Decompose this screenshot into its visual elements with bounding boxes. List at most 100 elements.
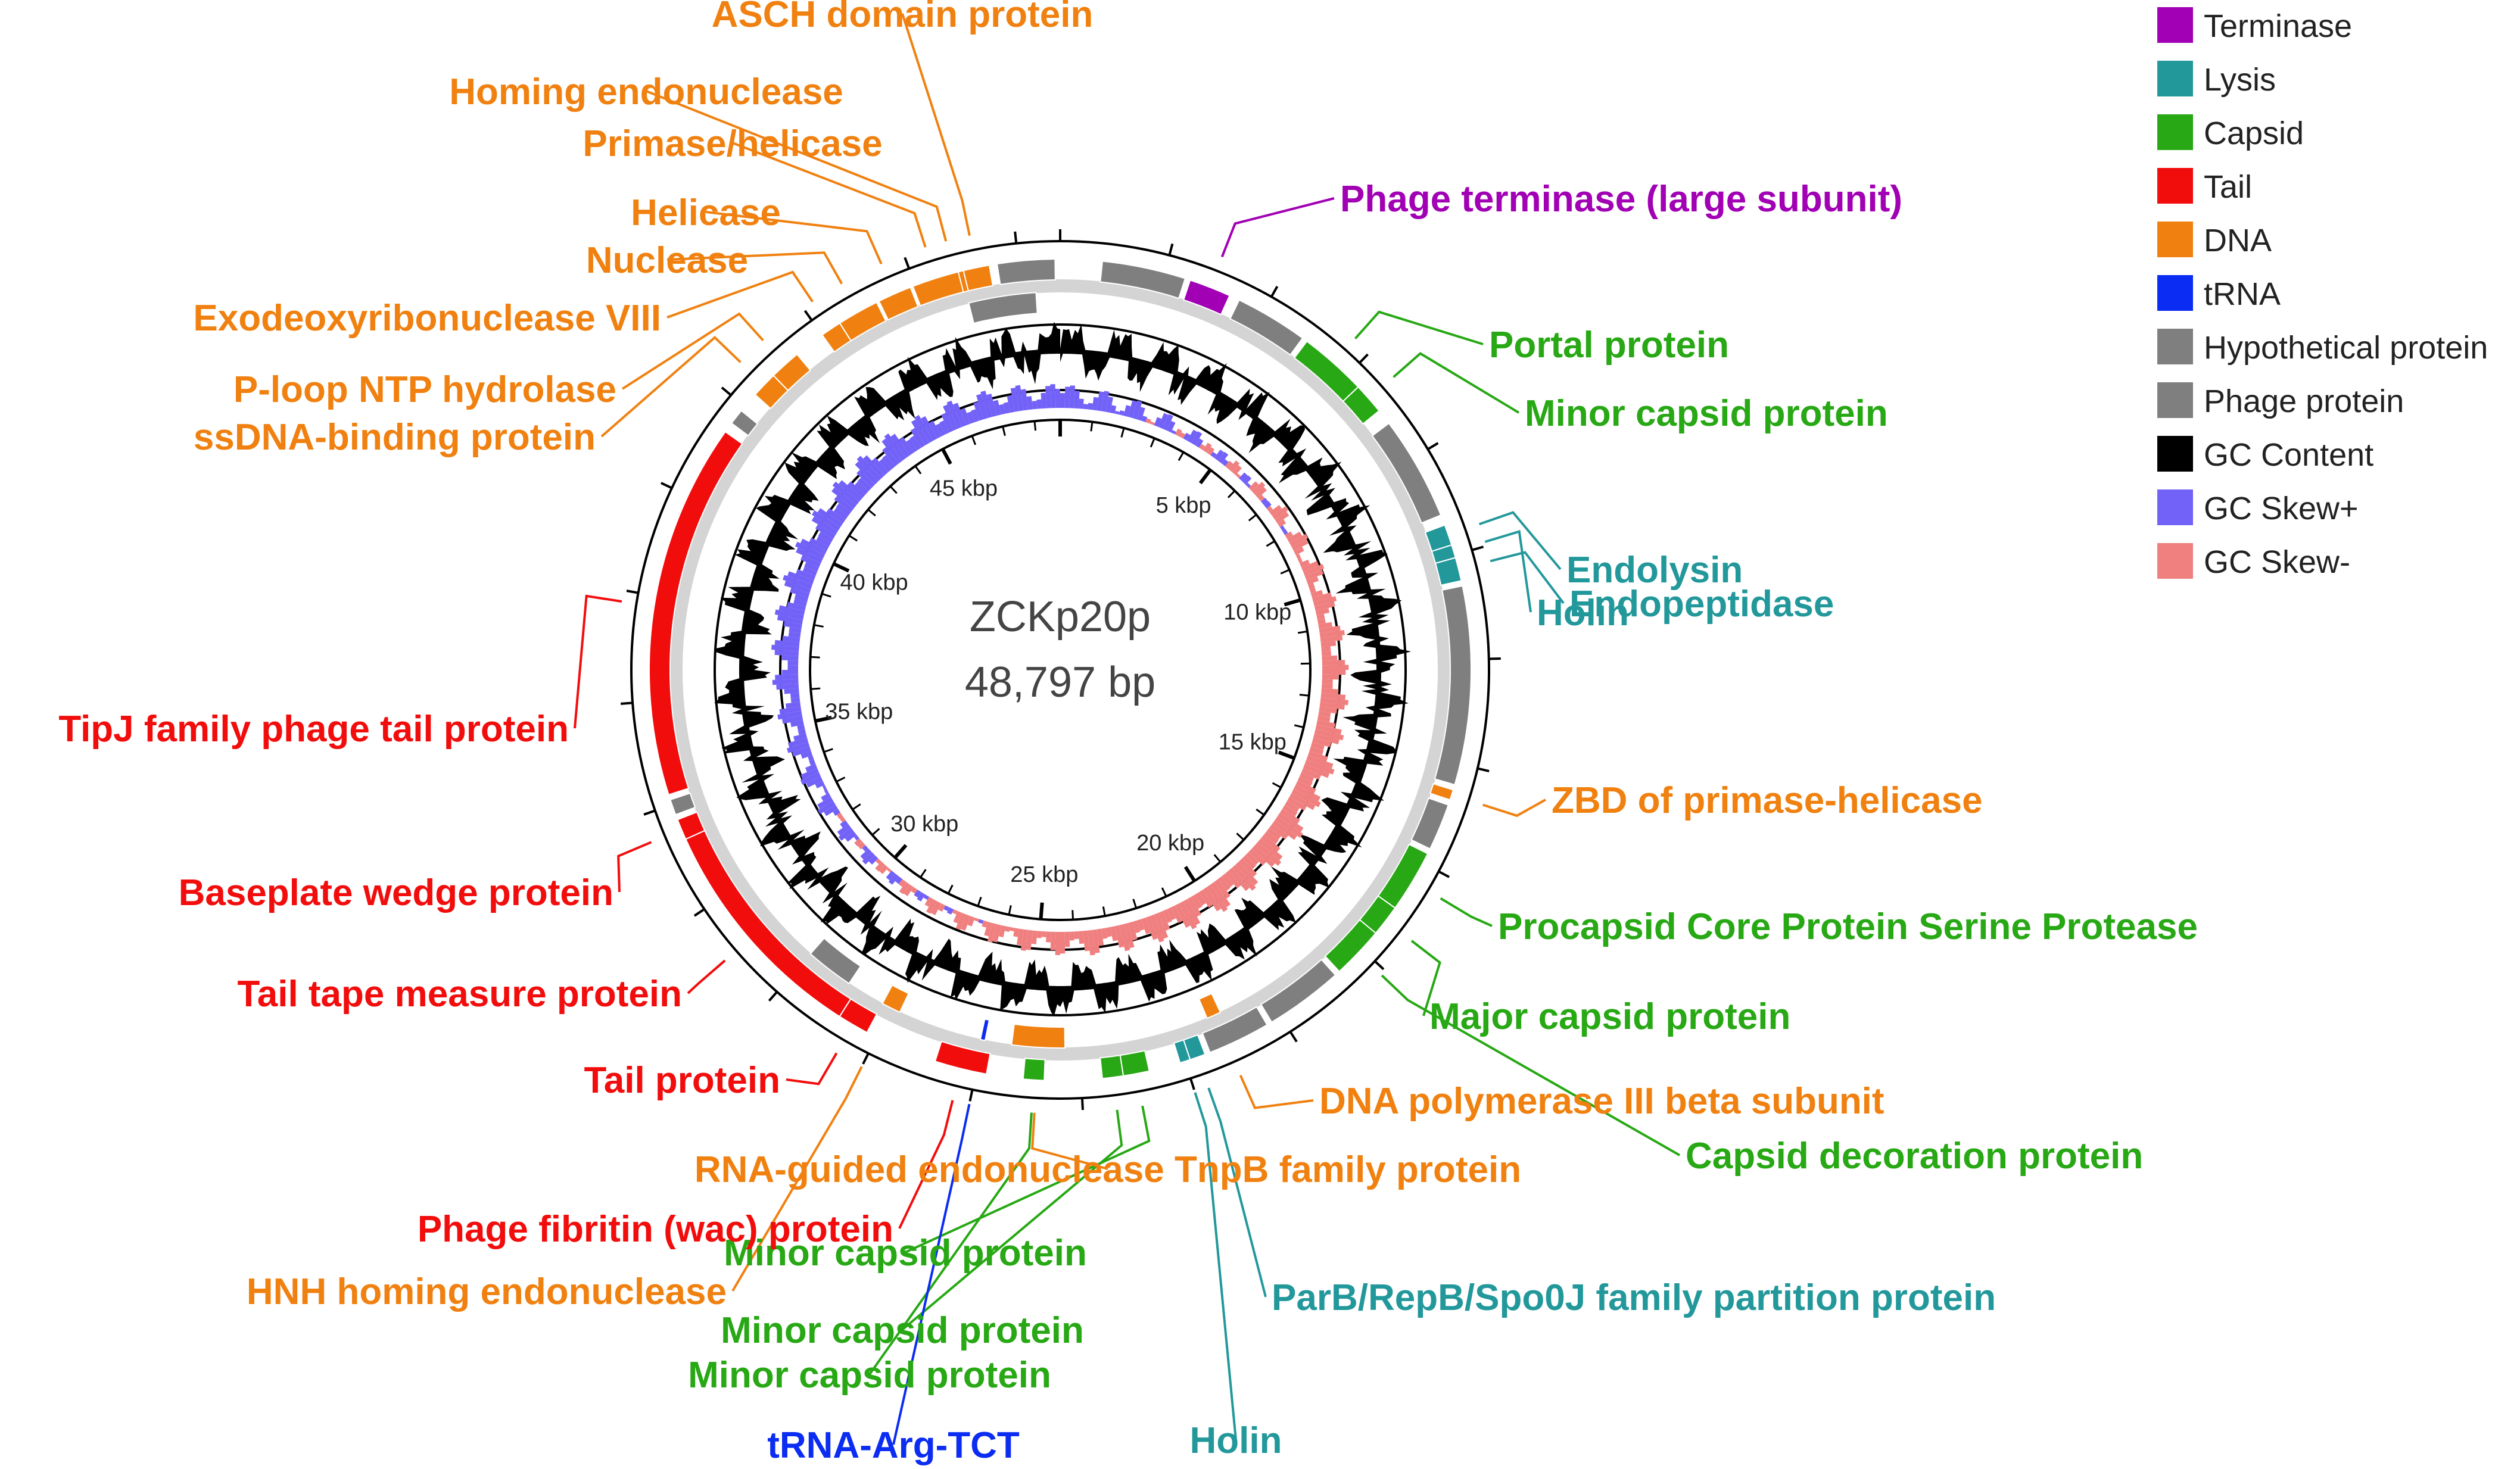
gene-label: Holin <box>1537 592 1629 634</box>
gc-skew-minus-bin <box>984 921 993 937</box>
gc-skew-plus-bin <box>976 394 988 420</box>
gc-skew-plus-bin <box>795 541 825 560</box>
gc-skew-minus-bin <box>1248 481 1259 491</box>
gc-skew-plus-bin <box>855 481 869 495</box>
scale-tick <box>947 884 954 894</box>
scale-tick <box>815 716 832 723</box>
gc-skew-minus-bin <box>1150 914 1164 943</box>
gc-skew-plus-bin <box>1087 403 1093 410</box>
gc-skew-plus-bin <box>771 644 799 652</box>
gc-skew-minus-bin <box>1248 849 1266 866</box>
gc-skew-plus-bin <box>1110 405 1117 414</box>
gc-skew-plus-bin <box>862 845 869 852</box>
gene-arc <box>1434 557 1462 587</box>
gc-skew-minus-bin <box>1320 697 1349 706</box>
gc-skew-minus-bin <box>1287 797 1307 811</box>
legend-label: GC Skew+ <box>2204 491 2359 526</box>
gc-skew-plus-bin <box>941 413 954 433</box>
gc-skew-plus-bin <box>1074 391 1080 409</box>
gc-skew-minus-bin <box>1136 919 1145 931</box>
outer-tick <box>1471 545 1484 551</box>
gc-skew-minus-bin <box>1132 920 1141 934</box>
gc-skew-minus-bin <box>1166 907 1176 921</box>
gc-skew-plus-bin <box>1123 405 1131 417</box>
gc-skew-plus-bin <box>815 780 825 789</box>
gc-skew-plus-bin <box>856 469 875 488</box>
outer-tick <box>1014 231 1018 244</box>
gc-skew-plus-bin <box>1036 399 1042 409</box>
gene-label: Phage fibritin (wac) protein <box>418 1209 893 1250</box>
scale-tick <box>1297 630 1308 634</box>
gc-skew-minus-bin <box>854 838 862 847</box>
gc-skew-plus-bin <box>914 890 921 898</box>
gc-skew-minus-bin <box>992 924 1002 943</box>
gc-skew-minus-bin <box>1280 809 1300 824</box>
gc-skew-plus-bin <box>781 655 799 661</box>
gc-skew-minus-bin <box>1313 733 1340 745</box>
gc-skew-minus-bin <box>1294 784 1321 801</box>
legend-label: DNA <box>2204 223 2272 258</box>
gc-skew-plus-bin <box>1245 482 1251 488</box>
gc-skew-minus-bin <box>1016 928 1024 946</box>
label-leader <box>1381 974 1680 1156</box>
label-leader <box>705 211 883 265</box>
gc-skew-minus-bin <box>1321 646 1331 652</box>
gene-label: ssDNA-binding protein <box>194 417 596 458</box>
gc-skew-minus-bin <box>1127 921 1138 941</box>
gc-skew-minus-bin <box>1203 442 1212 453</box>
gene-arc <box>1173 1039 1191 1064</box>
scale-tick <box>1227 490 1236 498</box>
gc-skew-plus-bin <box>809 537 829 551</box>
gc-skew-minus-bin <box>1315 608 1330 616</box>
outer-tick <box>1080 1097 1084 1111</box>
gc-skew-minus-bin <box>1322 674 1339 680</box>
gc-skew-plus-bin <box>946 907 954 915</box>
gene-arc <box>1324 919 1377 972</box>
gc-skew-minus-bin <box>1254 486 1267 498</box>
gene-arc <box>1429 782 1454 801</box>
gc-skew-plus-bin <box>999 404 1006 415</box>
gc-skew-plus-bin <box>1217 451 1229 464</box>
gc-skew-plus-bin <box>910 428 926 448</box>
scale-tick <box>893 844 908 859</box>
label-leader <box>1482 799 1546 818</box>
label-leader <box>1354 310 1484 345</box>
label-leader <box>1484 530 1532 613</box>
scale-label: 35 kbp <box>825 699 893 724</box>
gc-skew-minus-bin <box>1297 557 1303 564</box>
gc-skew-plus-bin <box>1261 498 1269 506</box>
gc-skew-minus-bin <box>1175 428 1182 436</box>
gc-skew-minus-bin <box>899 881 910 894</box>
gc-skew-plus-bin <box>775 674 799 680</box>
gc-skew-plus-bin <box>800 538 827 556</box>
scale-label: 15 kbp <box>1219 730 1287 755</box>
label-leader <box>1490 551 1565 604</box>
gc-skew-minus-bin <box>1154 912 1169 939</box>
gc-skew-plus-bin <box>808 755 814 762</box>
legend: TerminaseLysisCapsidTailDNAtRNAHypotheti… <box>2157 7 2488 580</box>
scale-tick <box>1236 832 1245 841</box>
scale-tick <box>941 448 952 465</box>
gc-skew-minus-bin <box>1295 553 1301 560</box>
gene-arc <box>934 1040 991 1075</box>
label-leader <box>1393 352 1520 414</box>
gene-label: Primase/helicase <box>583 123 882 164</box>
legend-label: Phage protein <box>2204 383 2404 419</box>
gc-skew-plus-bin <box>895 876 903 884</box>
gc-skew-minus-bin <box>1266 827 1281 840</box>
gc-skew-minus-bin <box>926 899 937 914</box>
scale-tick <box>1120 428 1125 438</box>
gc-skew-minus-bin <box>1322 670 1346 675</box>
gc-skew-plus-bin <box>833 507 849 520</box>
gc-skew-plus-bin <box>836 503 851 516</box>
gene-label: Portal protein <box>1489 325 1729 366</box>
gc-skew-minus-bin <box>1101 928 1108 939</box>
legend-label: Capsid <box>2204 116 2304 151</box>
label-leader <box>687 959 726 994</box>
gc-skew-minus-bin <box>1314 728 1344 741</box>
gc-skew-minus-bin <box>1020 929 1029 952</box>
gc-skew-minus-bin <box>1285 801 1300 812</box>
scale-tick <box>1039 902 1044 919</box>
gc-skew-minus-bin <box>1263 831 1279 844</box>
